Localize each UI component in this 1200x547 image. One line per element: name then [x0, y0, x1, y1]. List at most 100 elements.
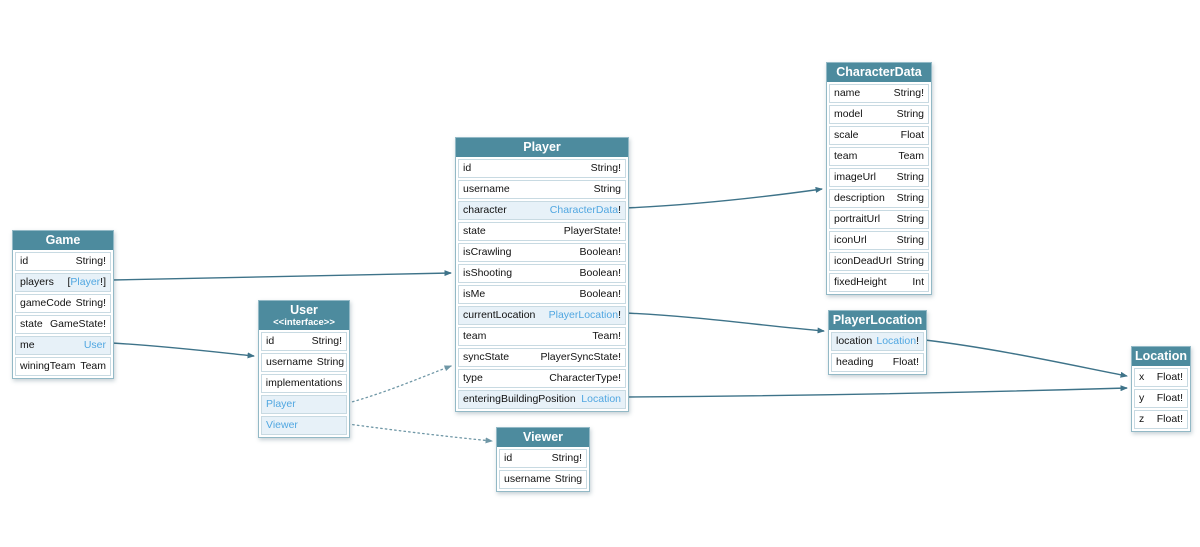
type-link[interactable]: Player	[70, 276, 101, 288]
type-link[interactable]: User	[83, 339, 106, 351]
type-text: Float!	[1156, 392, 1183, 404]
edge-player-currentlocation-to-playerlocation	[624, 312, 825, 334]
table-header[interactable]: CharacterData	[827, 63, 931, 82]
field-type: String!	[312, 334, 342, 349]
field-name: isMe	[463, 288, 486, 300]
field-name: character	[463, 204, 507, 216]
field-type: String	[897, 254, 924, 269]
table-header[interactable]: Game	[13, 231, 113, 250]
field-type: Float!	[1157, 412, 1183, 427]
field-name: iconUrl	[834, 234, 867, 246]
type-link[interactable]: Location	[876, 335, 917, 347]
field-type: Float	[901, 128, 924, 143]
type-text: String!	[75, 255, 106, 267]
type-text: Float!	[1156, 413, 1183, 425]
table-header[interactable]: User<<interface>>	[259, 301, 349, 330]
type-text: !]	[100, 276, 106, 288]
field-type: PlayerState!	[564, 224, 621, 239]
type-link[interactable]: Viewer	[266, 419, 298, 431]
type-text: Float!	[892, 356, 919, 368]
field-type: String!	[591, 161, 621, 176]
field-type: Float!	[893, 355, 919, 370]
table-header[interactable]: Location	[1132, 347, 1190, 366]
table-header[interactable]: Viewer	[497, 428, 589, 447]
type-link[interactable]: PlayerLocation	[548, 309, 619, 321]
type-link[interactable]: CharacterData	[549, 204, 619, 216]
field-name: iconDeadUrl	[834, 255, 892, 267]
edge-game-me-to-user	[111, 342, 255, 359]
field-name: location	[836, 335, 873, 347]
edge-player-character-to-characterdata	[624, 186, 823, 209]
type-text: String!	[590, 162, 621, 174]
field-type: Int	[912, 275, 924, 290]
field-name: id	[266, 335, 275, 347]
type-text: String	[316, 356, 345, 368]
edge-game-players-to-player	[111, 270, 452, 281]
field-name: isShooting	[463, 267, 513, 279]
field-row-id[interactable]: id String!	[261, 332, 347, 351]
field-type: User	[84, 338, 106, 353]
field-type: String!	[894, 86, 924, 101]
type-link[interactable]: Location	[581, 393, 621, 405]
section-row-implementations[interactable]: implementations	[261, 374, 347, 393]
table-header[interactable]: Player	[456, 138, 628, 157]
field-type: String!	[76, 254, 106, 269]
edge-player-enteringbuildingposition-to-location	[624, 385, 1128, 398]
implementation-row-Viewer[interactable]: Viewer	[261, 416, 347, 435]
implementation-row-Player[interactable]: Player	[261, 395, 347, 414]
field-type: Location	[581, 392, 621, 407]
field-name: id	[504, 452, 513, 464]
type-text: Team!	[592, 330, 621, 342]
field-row-iconDeadUrl[interactable]: iconDeadUrl String	[829, 252, 929, 271]
type-link[interactable]: Player	[266, 398, 296, 410]
field-name: gameCode	[20, 297, 72, 309]
type-text: Float!	[1156, 371, 1183, 383]
field-row-players[interactable]: players[Player!]	[15, 273, 111, 292]
field-type: String	[897, 191, 924, 206]
table-header[interactable]: PlayerLocation	[829, 311, 926, 330]
field-name: isCrawling	[463, 246, 512, 258]
